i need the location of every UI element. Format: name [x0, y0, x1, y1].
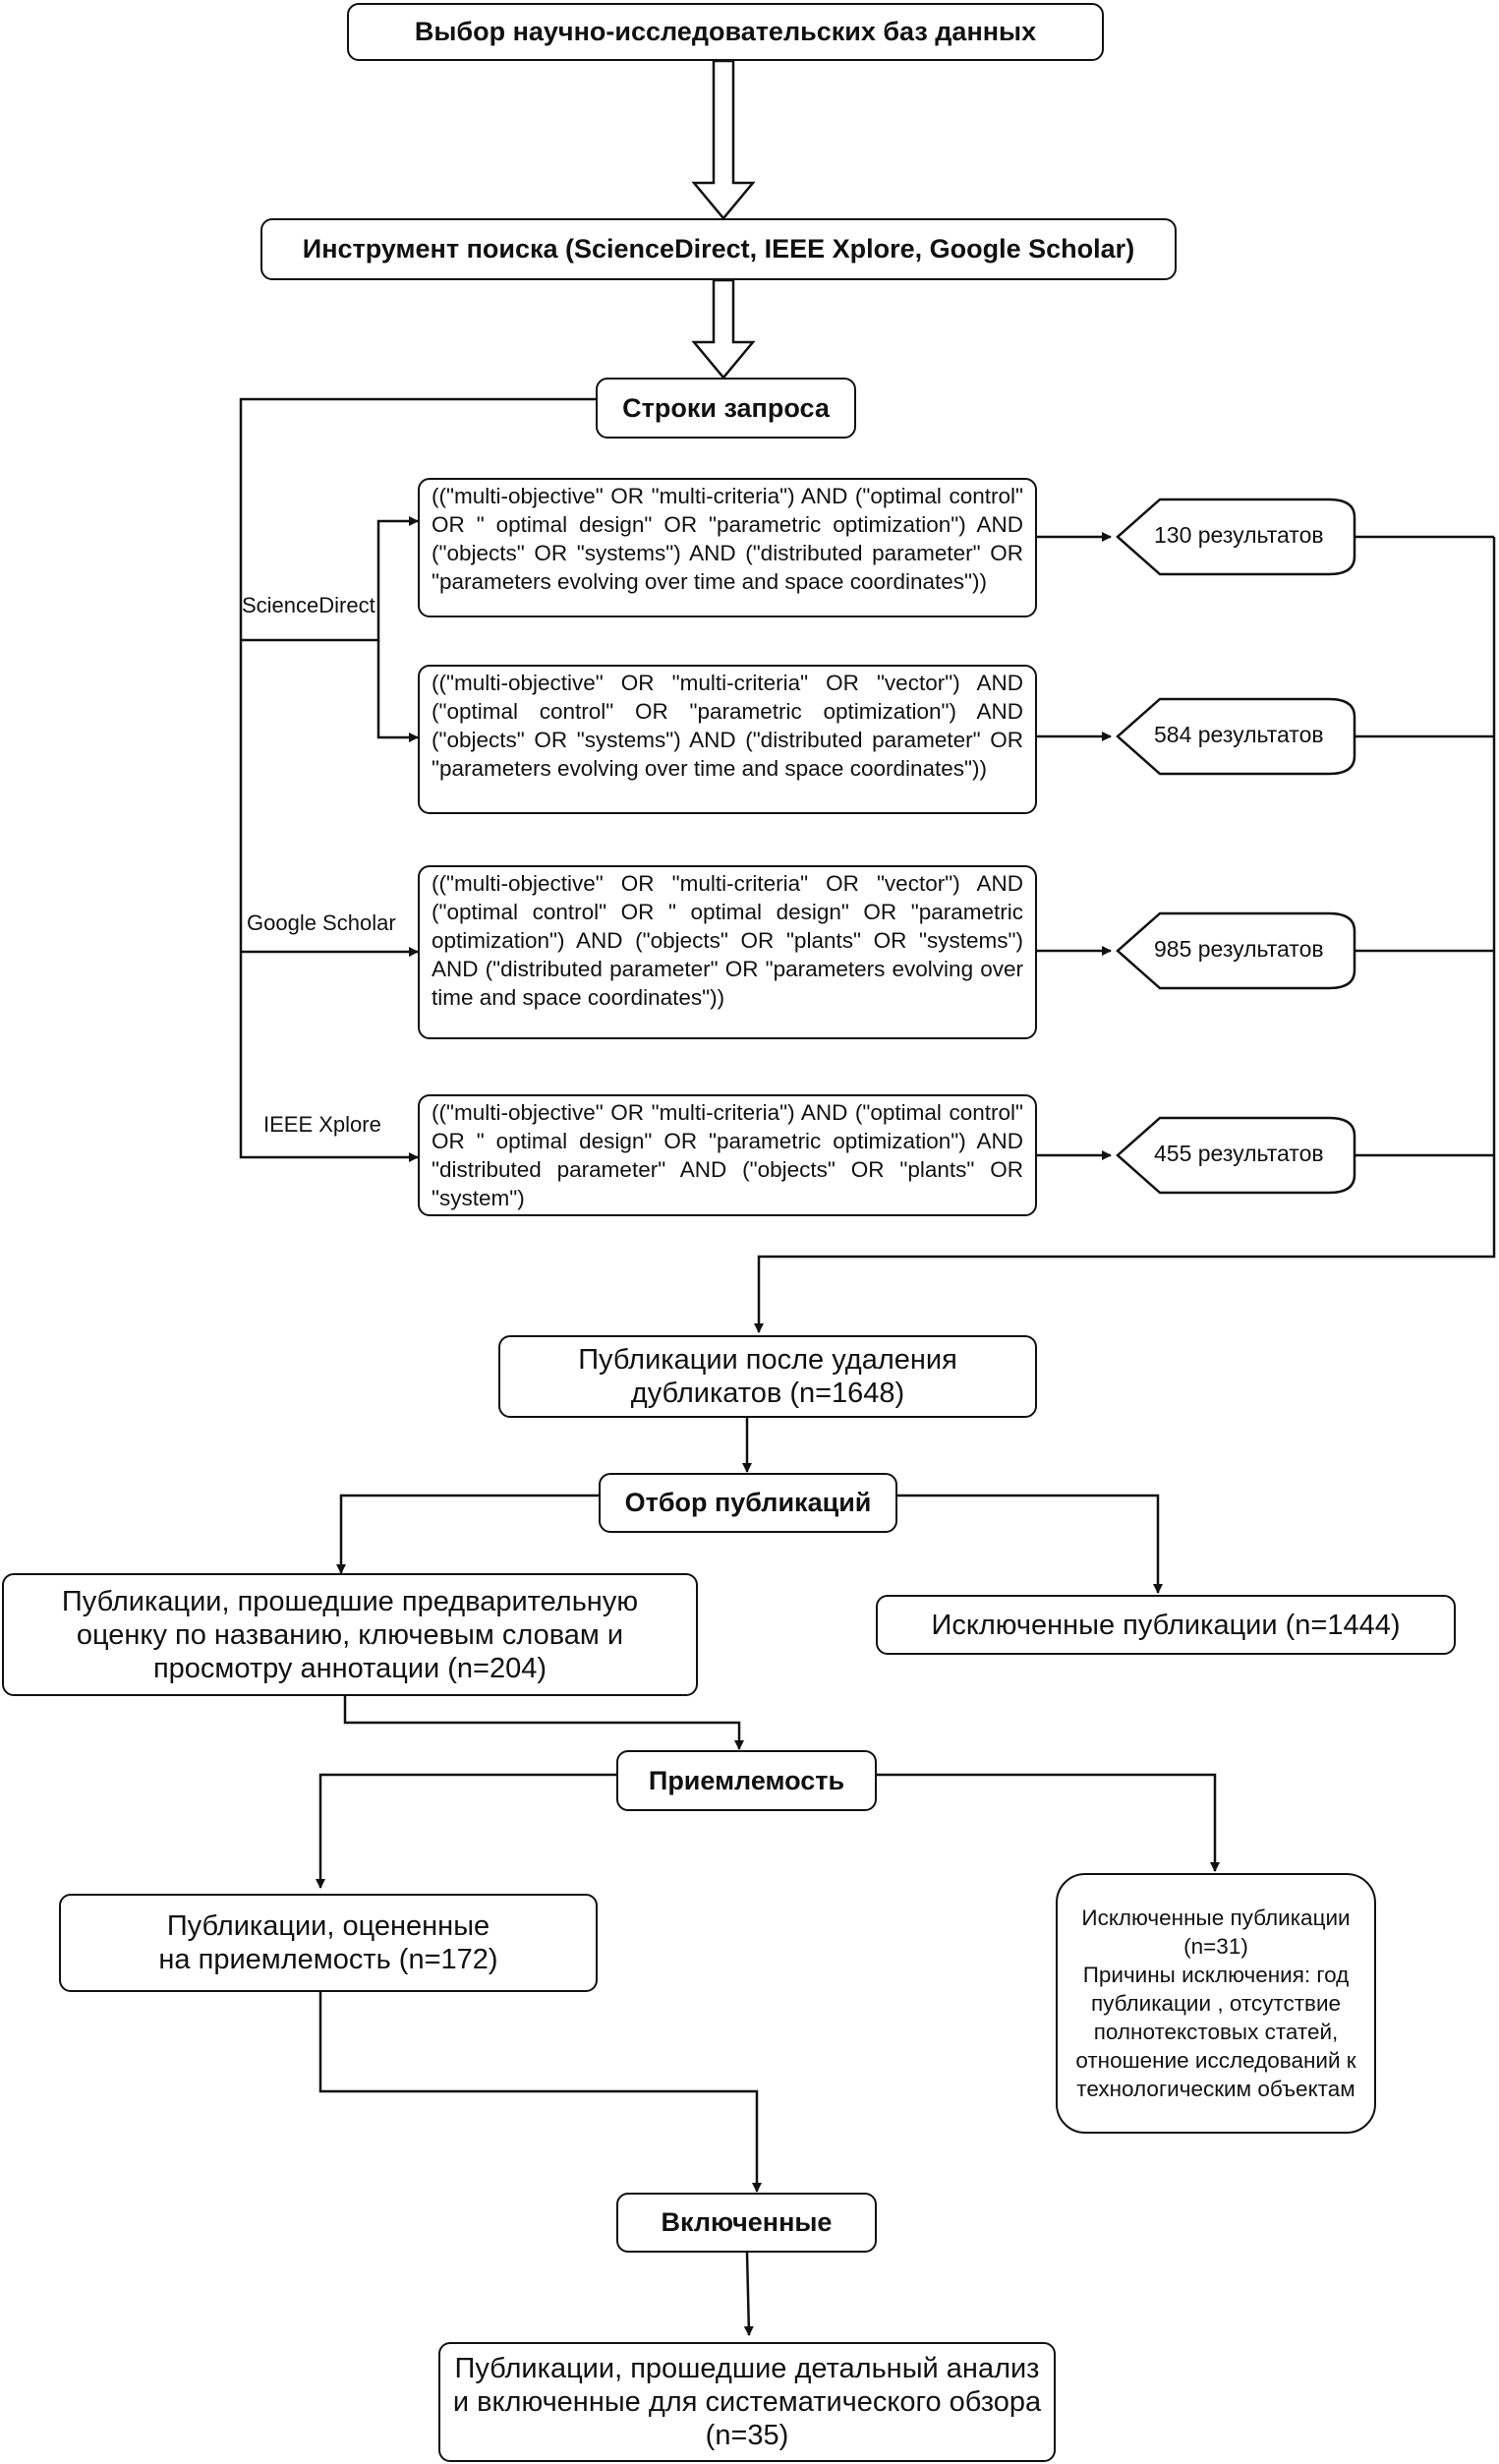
sd-branch-2	[376, 640, 419, 742]
prelim-passed-label: Публикации, прошедшие предварительную оц…	[61, 1585, 639, 1684]
query-text-3: (("multi-objective" OR "multi-criteria" …	[432, 871, 1023, 1010]
db-selection-box: Выбор научно-исследовательских баз данны…	[347, 3, 1104, 61]
result-shape-3	[1116, 911, 1356, 990]
excluded-2-box: Исключенные публикации (n=31) Причины ис…	[1056, 1873, 1376, 2134]
source-label-ieee: IEEE Xplore	[263, 1112, 381, 1137]
hollow-arrow-2	[691, 278, 756, 380]
eligibility-assessed-box: Публикации, оцененные на приемлемость (n…	[59, 1894, 598, 1992]
eligibility-box: Приемлемость	[616, 1750, 877, 1811]
query-box-1: (("multi-objective" OR "multi-criteria")…	[418, 478, 1037, 617]
included-box: Включенные	[616, 2193, 877, 2253]
query-box-3: (("multi-objective" OR "multi-criteria" …	[418, 865, 1037, 1039]
excluded-2-title: Исключенные публикации (n=31)	[1081, 1906, 1351, 1959]
query-text-2: (("multi-objective" OR "multi-criteria" …	[432, 671, 1023, 781]
query-box-4: (("multi-objective" OR "multi-criteria")…	[418, 1094, 1037, 1216]
collector-line	[754, 537, 1496, 1333]
query-strings-box: Строки запроса	[596, 378, 856, 439]
search-tool-label: Инструмент поиска (ScienceDirect, IEEE X…	[302, 234, 1135, 264]
result-shape-1	[1116, 498, 1356, 576]
result-label-4: 455 результатов	[1154, 1141, 1324, 1166]
screening-label: Отбор публикаций	[624, 1488, 872, 1517]
eligibility-assessed-label: Публикации, оцененные на приемлемость (n…	[158, 1910, 498, 1975]
hollow-arrow-1	[691, 59, 756, 220]
prelim-passed-box: Публикации, прошедшие предварительную оц…	[2, 1573, 698, 1696]
excluded-2-reasons: Причины исключения: год публикации , отс…	[1075, 1963, 1356, 2101]
search-tool-box: Инструмент поиска (ScienceDirect, IEEE X…	[260, 218, 1177, 280]
query-box-2: (("multi-objective" OR "multi-criteria" …	[418, 665, 1037, 814]
trunk-line	[239, 397, 596, 1162]
query-text-4: (("multi-objective" OR "multi-criteria")…	[432, 1100, 1023, 1210]
result-shape-4	[1116, 1116, 1356, 1195]
db-selection-label: Выбор научно-исследовательских баз данны…	[414, 17, 1037, 46]
query-strings-label: Строки запроса	[622, 392, 830, 423]
excluded-1-label: Исключенные публикации (n=1444)	[931, 1609, 1401, 1641]
result-label-2: 584 результатов	[1154, 722, 1324, 747]
source-label-google-scholar: Google Scholar	[247, 910, 396, 935]
query-text-1: (("multi-objective" OR "multi-criteria")…	[432, 484, 1023, 594]
eligibility-label: Приемлемость	[648, 1765, 845, 1795]
final-label: Публикации, прошедшие детальный анализ и…	[452, 2353, 1042, 2451]
source-label-sciencedirect: ScienceDirect	[242, 593, 375, 617]
included-label: Включенные	[661, 2207, 833, 2237]
after-dedup-label: Публикации после удаления дубликатов (n=…	[578, 1344, 957, 1409]
excluded-1-box: Исключенные публикации (n=1444)	[876, 1595, 1456, 1655]
screening-box: Отбор публикаций	[599, 1473, 897, 1533]
result-label-3: 985 результатов	[1154, 936, 1324, 962]
after-dedup-box: Публикации после удаления дубликатов (n=…	[498, 1335, 1037, 1418]
result-shape-2	[1116, 697, 1356, 776]
sd-branch	[241, 516, 419, 642]
final-box: Публикации, прошедшие детальный анализ и…	[438, 2342, 1056, 2462]
result-label-1: 130 результатов	[1154, 522, 1324, 548]
